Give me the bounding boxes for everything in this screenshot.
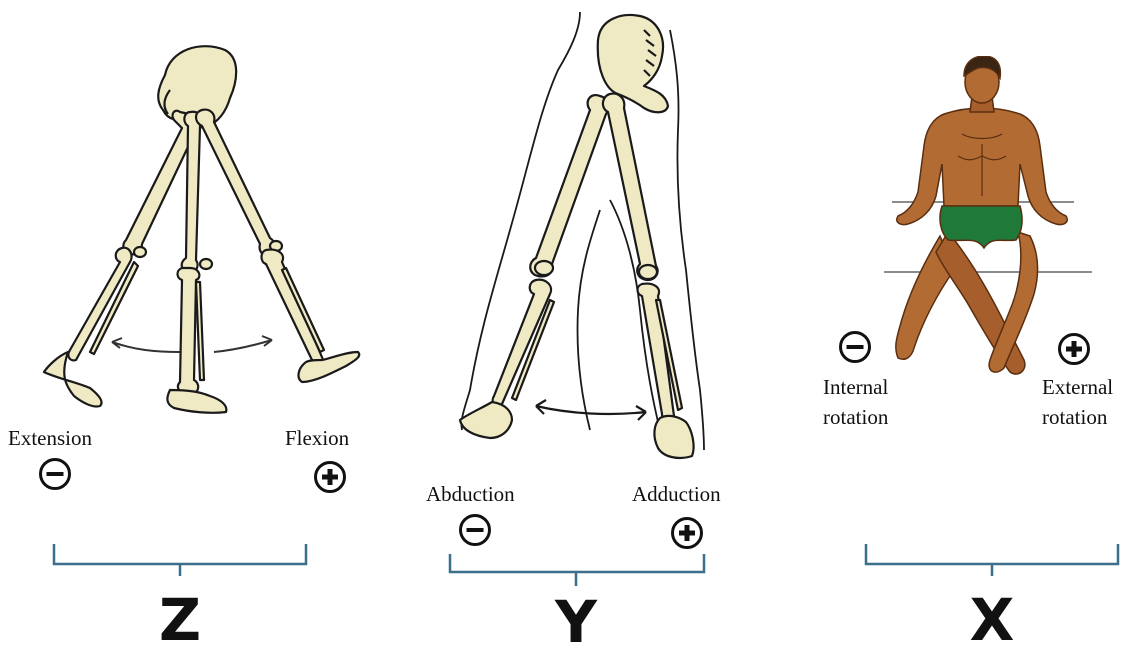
external-rotation-label-line1: External bbox=[1042, 375, 1113, 399]
bracket-y bbox=[446, 550, 708, 590]
flexion-label: Flexion bbox=[285, 426, 349, 450]
axis-label-x: X bbox=[962, 590, 1022, 650]
internal-rotation-label-line2: rotation bbox=[823, 405, 888, 429]
plus-circle-icon bbox=[1057, 332, 1091, 366]
minus-circle-icon bbox=[38, 457, 72, 491]
external-rotation-label-line2: rotation bbox=[1042, 405, 1107, 429]
adduction-label: Adduction bbox=[632, 482, 721, 506]
plus-circle-icon bbox=[313, 460, 347, 494]
plus-circle-icon bbox=[670, 516, 704, 550]
leg-bones-frontal-illustration bbox=[440, 10, 730, 470]
extension-label: Extension bbox=[8, 426, 92, 450]
axis-label-z: Z bbox=[150, 590, 210, 650]
axis-label-y: Y bbox=[546, 592, 606, 652]
bracket-z bbox=[50, 540, 310, 580]
abduction-label: Abduction bbox=[426, 482, 515, 506]
minus-circle-icon bbox=[458, 513, 492, 547]
bracket-x bbox=[862, 540, 1122, 580]
leg-bones-sagittal-illustration bbox=[30, 30, 380, 430]
minus-circle-icon bbox=[838, 330, 872, 364]
internal-rotation-label-line1: Internal bbox=[823, 375, 888, 399]
